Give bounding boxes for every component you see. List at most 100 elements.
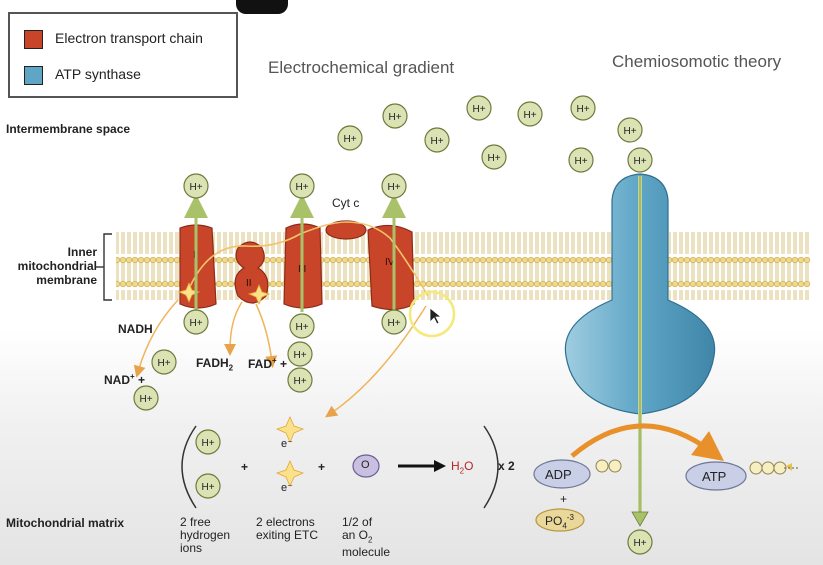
heading-chemiosmotic-theory: Chemiosomotic theory bbox=[612, 52, 782, 71]
oxygen-label: O bbox=[361, 459, 370, 471]
proton-ims-label: H+ bbox=[343, 134, 356, 145]
caption-oxygen-line2-text: an O bbox=[342, 528, 369, 542]
label-inner-membrane: Inner mitochondrial membrane bbox=[12, 245, 97, 287]
water-label: H2O bbox=[451, 459, 473, 475]
legend-swatch-atp-synthase bbox=[24, 66, 43, 85]
adp-phosphate-2 bbox=[608, 459, 622, 473]
proton-above-complex-2: H+ bbox=[289, 173, 315, 199]
proton-ims-label: H+ bbox=[623, 126, 636, 137]
plus-sign-phosphate: + bbox=[560, 492, 568, 506]
proton-ims-label: H+ bbox=[576, 104, 589, 115]
proton-below-complex-label: H+ bbox=[387, 318, 400, 329]
electron-to-matrix-arrow bbox=[325, 305, 427, 418]
water-label-subscript: 2 bbox=[459, 466, 465, 476]
proton-released-1: H+ bbox=[151, 349, 177, 375]
caption-oxygen-line3: molecule bbox=[342, 545, 391, 560]
caption-electrons: 2 electrons exiting ETC bbox=[256, 516, 318, 542]
proton-ims-1: H+ bbox=[466, 95, 492, 121]
membrane-bracket bbox=[96, 233, 112, 301]
proton-below-complex-3: H+ bbox=[381, 309, 407, 335]
adp-oval bbox=[533, 459, 591, 489]
caption-electrons-line2: exiting ETC bbox=[256, 528, 319, 542]
proton-ims-4: H+ bbox=[570, 95, 596, 121]
label-fad-plus-sign: + bbox=[276, 357, 288, 371]
proton-below-complex-1: H+ bbox=[183, 309, 209, 335]
proton-below-complex-label: H+ bbox=[189, 318, 202, 329]
proton-ims-label: H+ bbox=[430, 136, 443, 147]
proton-above-complex-label: H+ bbox=[189, 182, 202, 193]
proton-released-label: H+ bbox=[139, 394, 152, 405]
reaction-arrow-head bbox=[434, 460, 446, 472]
protons-group: H+H+H+H+H+H+H+H+H+H+H+H+H+H+H+H+H+H+H+H+… bbox=[133, 95, 653, 555]
label-cyt-c: Cyt c bbox=[332, 196, 360, 210]
atp-label: ATP bbox=[702, 469, 727, 484]
label-nad-plus-sign: + bbox=[134, 373, 146, 387]
electron-label-1: e⁻ bbox=[281, 438, 293, 450]
caption-electrons-line1: 2 electrons bbox=[256, 515, 315, 529]
spark-complex-i bbox=[177, 281, 201, 304]
proton-released-label: H+ bbox=[293, 350, 306, 361]
highlight-circle bbox=[408, 290, 456, 338]
label-nadh: NADH bbox=[118, 322, 153, 336]
proton-above-complex-3: H+ bbox=[381, 173, 407, 199]
water-label-h: H bbox=[451, 459, 460, 473]
proton-ims-label: H+ bbox=[487, 153, 500, 164]
proton-ims-10: H+ bbox=[627, 147, 653, 173]
label-fad-text: FAD bbox=[248, 357, 272, 371]
legend-label-atp-synthase: ATP synthase bbox=[55, 66, 141, 83]
legend-item-atp-synthase: ATP synthase bbox=[24, 66, 141, 85]
legend: Electron transport chain ATP synthase bbox=[8, 12, 238, 98]
atp-synthase bbox=[564, 173, 716, 527]
proton-ims-2: H+ bbox=[382, 103, 408, 129]
proton-ims-9: H+ bbox=[568, 147, 594, 173]
phosphate-label: PO4-3 bbox=[545, 513, 574, 530]
label-mitochondrial-matrix: Mitochondrial matrix bbox=[6, 516, 125, 530]
legend-label-etc: Electron transport chain bbox=[55, 30, 203, 47]
proton-ims-label: H+ bbox=[633, 156, 646, 167]
plus-sign-2: + bbox=[318, 460, 326, 474]
proton-ims-7: H+ bbox=[617, 117, 643, 143]
proton-ims-3: H+ bbox=[517, 101, 543, 127]
fadh2-arrow-in bbox=[224, 301, 243, 356]
heading-electrochemical-gradient: Electrochemical gradient bbox=[268, 58, 455, 77]
legend-swatch-etc bbox=[24, 30, 43, 49]
proton-matrix-reactant-label: H+ bbox=[201, 438, 214, 449]
phosphate-label-charge: -3 bbox=[566, 513, 574, 522]
caption-hydrogen-line2: hydrogen bbox=[180, 528, 231, 542]
proton-above-complex-label: H+ bbox=[295, 182, 308, 193]
caption-oxygen-line1: 1/2 of bbox=[342, 515, 373, 529]
proton-ims-label: H+ bbox=[472, 104, 485, 115]
caption-oxygen-subscript: 2 bbox=[368, 535, 373, 545]
proton-through-synthase-1: H+ bbox=[627, 529, 653, 555]
adp-phosphate-1 bbox=[595, 459, 609, 473]
proton-ims-label: H+ bbox=[388, 112, 401, 123]
proton-matrix-reactant-1: H+ bbox=[195, 429, 221, 455]
plus-sign-1: + bbox=[241, 460, 249, 474]
label-fadh2: FADH2 bbox=[196, 356, 233, 372]
proton-matrix-reactant-2: H+ bbox=[195, 473, 221, 499]
proton-released-label: H+ bbox=[157, 358, 170, 369]
complex-iv: IV bbox=[367, 224, 415, 311]
proton-above-complex-label: H+ bbox=[387, 182, 400, 193]
caption-oxygen-line2: an O2 bbox=[342, 529, 390, 546]
mouse-cursor-icon bbox=[429, 307, 443, 325]
proton-below-complex-2: H+ bbox=[289, 313, 315, 339]
electron-star-2 bbox=[275, 460, 305, 487]
electron-star-1 bbox=[275, 416, 305, 443]
phosphate-label-subscript: 4 bbox=[562, 521, 567, 531]
proton-through-synthase-label: H+ bbox=[633, 538, 646, 549]
bilayer-outer-leaflet bbox=[116, 232, 810, 266]
fadh2-arrow-out bbox=[255, 303, 278, 368]
paren-right bbox=[483, 425, 499, 509]
proton-released-2: H+ bbox=[133, 385, 159, 411]
caption-hydrogen-line1: 2 free bbox=[180, 515, 211, 529]
caption-hydrogen-ions: 2 free hydrogen ions bbox=[180, 516, 230, 555]
caption-hydrogen-line3: ions bbox=[180, 541, 203, 555]
complex-ii-label: II bbox=[246, 278, 252, 289]
label-inner-membrane-line3: membrane bbox=[36, 273, 97, 287]
atp-oval bbox=[685, 461, 747, 491]
proton-below-complex-label: H+ bbox=[295, 322, 308, 333]
cytochrome-c bbox=[325, 220, 367, 240]
